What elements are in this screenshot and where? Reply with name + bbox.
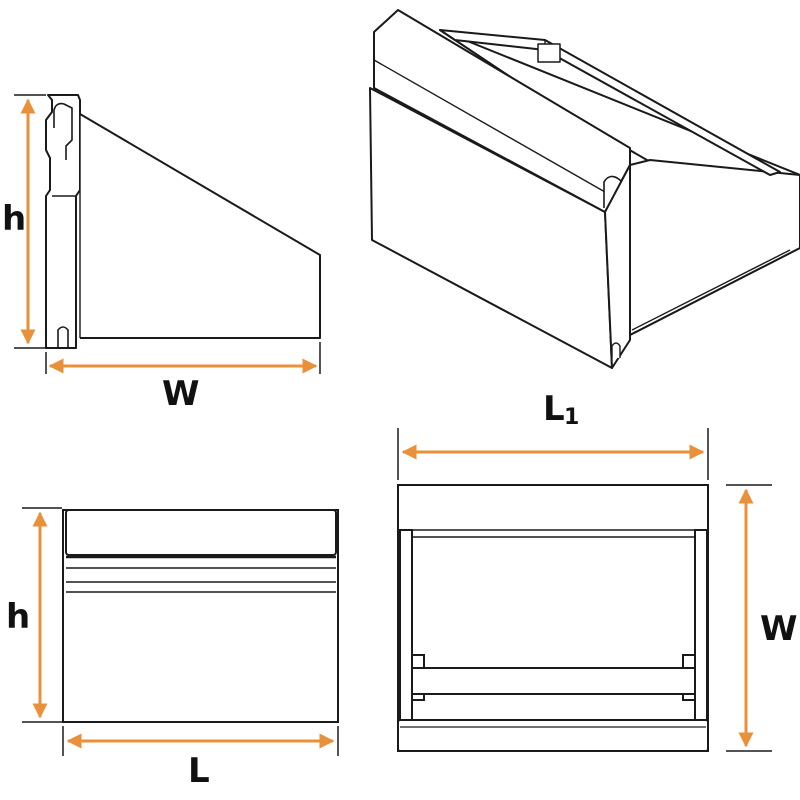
- top-w-label: W: [760, 609, 798, 649]
- side-w-label: W: [162, 374, 200, 414]
- side-hook-detail: [53, 102, 73, 160]
- top-l1-label: L: [543, 389, 565, 429]
- top-front-rail: [397, 719, 709, 752]
- iso-rear-bracket: [537, 43, 561, 63]
- top-left-post: [399, 529, 413, 721]
- front-top-rail: [65, 509, 337, 556]
- iso-slot: [611, 342, 621, 358]
- top-view: [397, 484, 709, 752]
- iso-floor: [629, 159, 800, 336]
- front-dimensions: h L: [6, 507, 339, 791]
- side-h-label: h: [2, 199, 26, 239]
- isometric-view: [369, 9, 800, 369]
- top-l1-subscript: 1: [564, 405, 579, 430]
- top-cross-bar: [411, 667, 696, 695]
- top-outer-frame: [397, 484, 709, 752]
- side-hook-plate: [45, 94, 81, 349]
- iso-front-post: [604, 164, 631, 369]
- side-dimensions: h W: [2, 94, 321, 414]
- side-body: [79, 113, 321, 339]
- side-slot: [57, 326, 69, 348]
- front-h-label: h: [6, 597, 30, 637]
- top-right-post: [694, 529, 708, 721]
- top-dimensions: L 1 W: [397, 389, 798, 752]
- front-l-label: L: [188, 751, 210, 791]
- side-view: [45, 94, 321, 349]
- front-view: [62, 509, 339, 723]
